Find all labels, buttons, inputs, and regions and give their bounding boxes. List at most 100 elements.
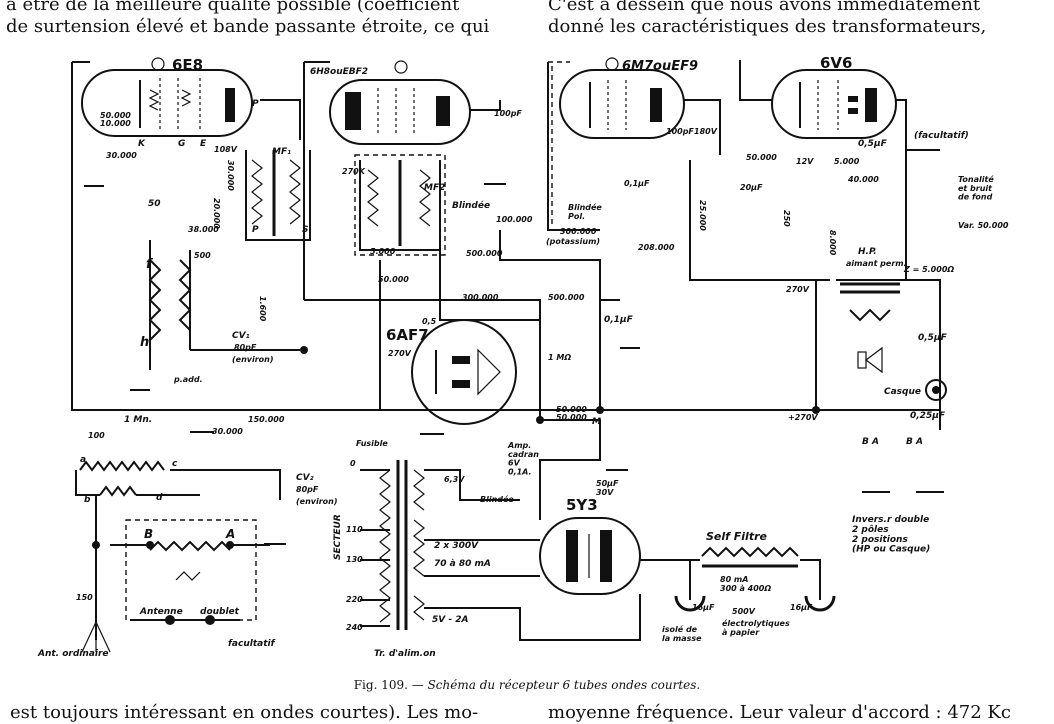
label-t110: 110	[346, 525, 363, 534]
label-c100: 100	[88, 431, 105, 440]
label-r8000: 8.000	[828, 230, 837, 256]
label-v108: 108V	[214, 145, 238, 154]
label-v270c: +270V	[788, 413, 818, 422]
label-r50000c: 50.000	[556, 413, 587, 422]
component-labels: 50.000 10.000 30.000 50 38.000 500 f h C…	[37, 99, 1009, 659]
tube-label-6m7: 6M7ouEF9	[622, 59, 698, 74]
label-hp: H.P.	[858, 247, 877, 257]
label-cv2: CV₂	[296, 473, 314, 483]
label-r30000b: 30.000	[212, 427, 243, 436]
tube-6e8: 6E8	[81, 56, 253, 137]
label-blindee2: Blindée	[480, 494, 514, 504]
label-blindee: Blindée	[452, 200, 490, 211]
label-m: M	[592, 417, 601, 427]
label-v180: 180V	[694, 127, 718, 136]
label-cv2-val: 80pF	[296, 485, 319, 494]
label-casque: Casque	[884, 387, 921, 397]
label-c150: 150	[76, 593, 93, 602]
label-r38000: 38.000	[188, 225, 219, 234]
label-c025: 0,25µF	[910, 411, 946, 421]
label-aimant: aimant perm.	[846, 259, 907, 268]
label-doublet: doublet	[200, 607, 240, 617]
label-coil-d: d	[156, 493, 163, 503]
label-c05a: 0,5	[422, 317, 437, 326]
tube-label-6h8: 6H8ouEBF2	[310, 67, 368, 77]
label-t130: 130	[346, 555, 363, 564]
label-r100000: 100.000	[496, 215, 533, 224]
figure-title: Schéma du récepteur 6 tubes ondes courte…	[427, 678, 701, 692]
label-c50000: 50.000	[556, 405, 587, 414]
label-r300000b: 300.000	[560, 227, 597, 236]
body-text-bottom-right: moyenne fréquence. Leur valeur d'accord …	[548, 702, 1011, 723]
label-hv: 2 x 300V	[434, 541, 479, 551]
tube-label-6af7: 6AF7	[386, 326, 429, 344]
label-ep: E	[200, 139, 207, 149]
label-v270a: 270V	[388, 349, 412, 358]
label-padd: p.add.	[173, 375, 203, 384]
label-v500: 500V	[732, 607, 756, 616]
tube-5y3: 5Y3	[539, 496, 641, 595]
label-pp: P	[252, 99, 259, 109]
label-facultatif2: facultatif	[228, 639, 276, 649]
label-cv1-note: (environ)	[232, 355, 274, 364]
tube-label-6e8: 6E8	[172, 56, 203, 74]
label-f: f	[146, 257, 154, 272]
tube-6h8: 6H8ouEBF2	[310, 60, 471, 145]
label-secteur: SECTEUR	[333, 514, 343, 560]
figure-number: Fig. 109. —	[353, 678, 424, 692]
label-r270k: 270K	[342, 167, 366, 176]
label-r250: 250	[782, 210, 791, 227]
label-ant-ord: Ant. ordinaire	[37, 649, 108, 659]
label-kp: K	[138, 139, 146, 149]
label-b-a-2: B A	[906, 437, 923, 447]
label-r208000: 208.000	[638, 243, 675, 252]
label-mf1: MF₁	[272, 147, 291, 157]
label-c20: 20µF	[740, 183, 763, 192]
tube-label-6v6: 6V6	[820, 54, 852, 72]
label-fusible: Fusible	[356, 439, 388, 448]
label-c01b: 0,1µF	[624, 179, 650, 188]
label-coil-a: a	[80, 455, 86, 465]
label-facultatif: (facultatif)	[914, 131, 969, 141]
label-potassium: (potassium)	[546, 237, 600, 246]
label-t220: 220	[346, 595, 363, 604]
label-r20000: 20.000	[212, 198, 221, 229]
label-coil-b: b	[84, 495, 91, 505]
label-ca: A	[225, 527, 235, 541]
label-p: P	[252, 225, 259, 235]
label-coil-c: c	[172, 459, 178, 469]
label-r30000a: 30.000	[106, 151, 137, 160]
label-r25000: 25.000	[698, 200, 707, 231]
label-r40000: 40.000	[847, 175, 879, 184]
label-r50000d: 50.000	[746, 153, 777, 162]
label-s: S	[302, 225, 308, 235]
tube-6m7: 6M7ouEF9	[559, 57, 698, 139]
label-cv2-note: (environ)	[296, 497, 338, 506]
label-r300000: 300.000	[462, 293, 499, 302]
label-antenne: Antenne	[139, 607, 183, 617]
label-v270b: 270V	[786, 285, 810, 294]
label-cv1-val: 80pF	[234, 343, 257, 352]
label-tr: Tr. d'alim.on	[374, 649, 436, 659]
label-mf2: MF2	[424, 183, 445, 193]
label-cv1: CV₁	[232, 331, 250, 341]
label-r10000: 10.000	[100, 119, 131, 128]
label-b-a-1: B A	[862, 437, 879, 447]
label-c01: 0,1µF	[604, 315, 634, 325]
label-r150000: 150.000	[248, 415, 285, 424]
label-z5000: Z = 5.000Ω	[903, 265, 954, 274]
label-hv-i: 70 à 80 mA	[434, 559, 491, 569]
label-r5000: 5.000	[834, 157, 860, 166]
label-v63: 6,3V	[444, 475, 465, 484]
label-c05c: 0,5µF	[918, 333, 948, 343]
label-r50000b: 50.000	[378, 275, 409, 284]
label-v12: 12V	[796, 157, 814, 166]
label-r1600: 1.600	[258, 296, 267, 322]
tube-6af7: 6AF7	[386, 319, 517, 425]
